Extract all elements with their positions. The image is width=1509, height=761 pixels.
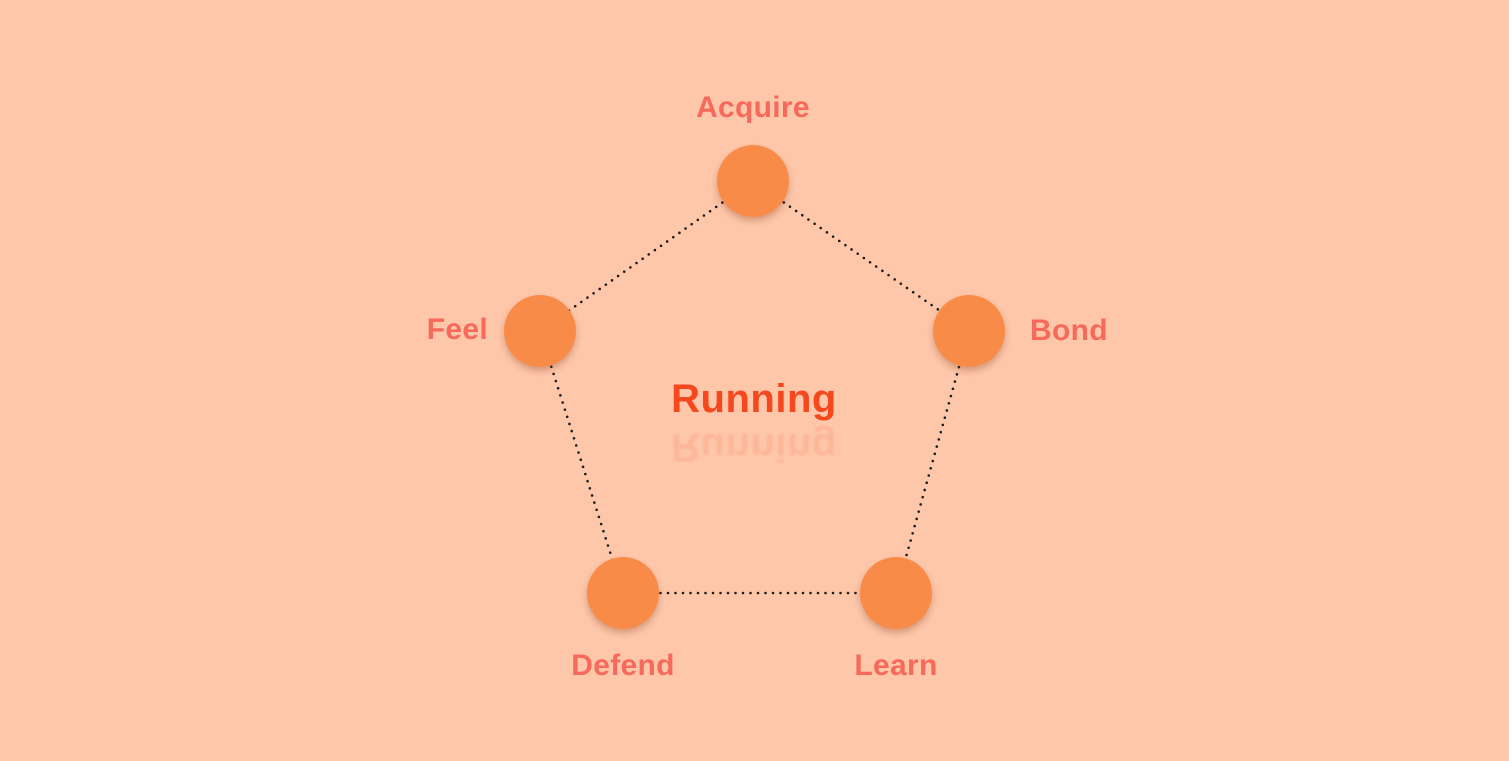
- node-label-learn: Learn: [854, 649, 938, 682]
- edge-bond-learn: [894, 329, 971, 595]
- node-label-feel: Feel: [426, 313, 488, 346]
- node-bond: [933, 295, 1005, 367]
- node-label-acquire: Acquire: [696, 91, 810, 124]
- node-label-defend: Defend: [571, 649, 675, 682]
- edge-feel-defend: [538, 329, 625, 595]
- node-acquire: [717, 145, 789, 217]
- node-feel: [504, 295, 576, 367]
- node-learn: [860, 557, 932, 629]
- edge-acquire-bond: [751, 179, 971, 333]
- node-label-bond: Bond: [1030, 314, 1108, 347]
- center-title: Running: [671, 377, 837, 421]
- edge-acquire-feel: [538, 179, 755, 333]
- node-defend: [587, 557, 659, 629]
